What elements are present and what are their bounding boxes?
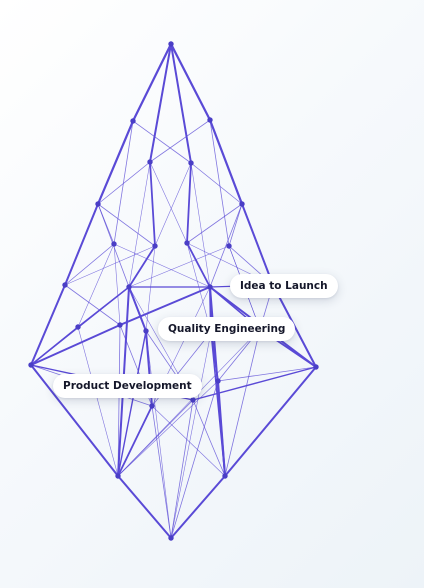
network-edge	[30, 324, 121, 366]
network-node	[115, 473, 121, 479]
network-node	[75, 324, 81, 330]
network-node	[143, 328, 149, 334]
network-edge	[228, 203, 243, 247]
network-edge	[117, 380, 219, 477]
network-edge	[128, 161, 151, 288]
network-edge	[128, 245, 230, 288]
network-edge	[128, 245, 156, 288]
network-edge	[192, 399, 226, 477]
network-node	[117, 322, 123, 328]
network-edge	[97, 161, 151, 205]
network-edge	[119, 286, 211, 326]
network-node	[126, 284, 132, 290]
network-edge	[117, 475, 172, 539]
network-edge	[113, 120, 134, 245]
network-node	[239, 201, 245, 207]
network-edge	[149, 161, 156, 247]
network-node	[147, 159, 153, 165]
network-node	[184, 240, 190, 246]
network-node	[62, 282, 68, 288]
network-edge	[209, 119, 230, 247]
network-edge	[64, 203, 99, 286]
network-edge	[224, 328, 261, 477]
network-edge	[170, 331, 212, 539]
network-edge	[77, 326, 119, 477]
network-edge	[149, 161, 188, 244]
network-edge	[117, 324, 121, 477]
network-node	[215, 378, 221, 384]
network-edge	[170, 475, 226, 539]
network-edge	[170, 380, 219, 539]
network-edge	[186, 242, 211, 288]
network-node	[130, 118, 136, 124]
network-node	[168, 41, 174, 47]
network-edge	[145, 330, 172, 539]
network-edge	[186, 162, 192, 244]
network-edge	[131, 42, 173, 123]
network-edge	[30, 284, 66, 366]
network-edge	[30, 364, 119, 477]
network-edge	[96, 119, 135, 206]
network-edge	[151, 405, 226, 477]
network-edge	[151, 405, 172, 539]
network-node	[28, 362, 34, 368]
network-edge	[209, 203, 243, 288]
network-node	[168, 535, 174, 541]
network-edge	[217, 366, 317, 382]
network-node	[149, 403, 155, 409]
network-edge	[113, 243, 121, 326]
network-edge	[97, 203, 156, 247]
network-edge	[192, 366, 317, 401]
network-edge	[64, 243, 115, 286]
quality-engineering-label[interactable]: Quality Engineering	[158, 317, 296, 341]
idea-to-launch-label[interactable]: Idea to Launch	[230, 274, 338, 298]
network-edge	[149, 119, 211, 163]
network-edge	[145, 245, 156, 332]
network-edge	[208, 118, 244, 206]
network-edge	[210, 331, 226, 477]
network-edge	[149, 43, 172, 163]
network-edge	[117, 399, 194, 477]
network-node	[111, 241, 117, 247]
network-edge	[117, 330, 147, 477]
network-edge	[113, 243, 211, 288]
network-edge	[241, 203, 274, 286]
network-edge	[64, 284, 121, 326]
network-edge	[154, 162, 192, 247]
network-node	[226, 243, 232, 249]
network-node	[207, 117, 213, 123]
network-node	[190, 397, 196, 403]
network-edge	[224, 366, 317, 477]
network-edge	[170, 399, 194, 539]
network-node	[222, 473, 228, 479]
network-edge	[186, 203, 243, 244]
network-node	[95, 201, 101, 207]
network-node	[152, 243, 158, 249]
network-node	[313, 364, 319, 370]
network-edge	[117, 405, 153, 477]
network-node	[188, 160, 194, 166]
network-edge	[190, 162, 243, 205]
network-edge	[77, 243, 115, 328]
network-edge	[64, 245, 156, 286]
network-edge	[170, 43, 192, 164]
network-edge	[169, 42, 212, 122]
network-node	[207, 284, 213, 290]
network-edge	[132, 120, 192, 164]
network-edge	[190, 162, 211, 288]
product-development-label[interactable]: Product Development	[53, 374, 202, 398]
network-edge	[128, 286, 147, 332]
